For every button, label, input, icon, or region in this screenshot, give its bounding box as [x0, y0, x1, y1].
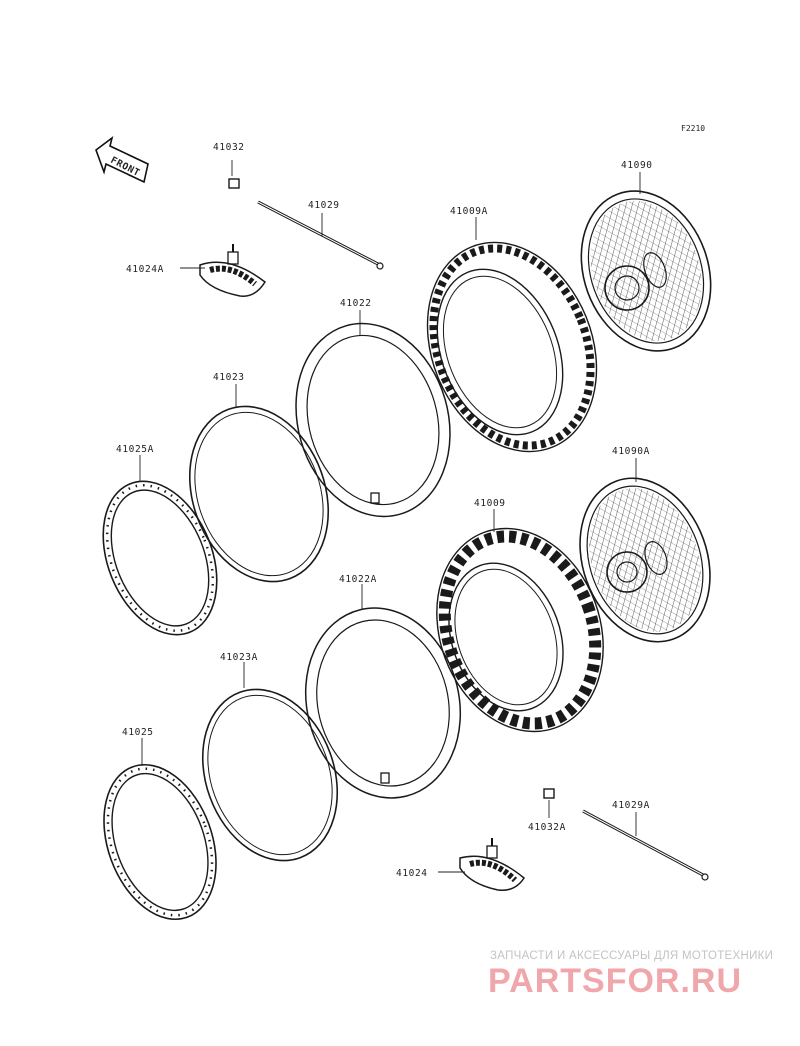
rim-rear — [102, 455, 218, 636]
label-tube-rear: 41022 — [340, 298, 372, 309]
rim-band-front — [201, 662, 339, 862]
tube-front — [304, 584, 462, 799]
label-rim-band-front: 41023A — [220, 652, 258, 663]
label-rim-band-rear: 41023 — [213, 372, 245, 383]
label-tube-front: 41022A — [339, 574, 377, 585]
wheel-rear — [580, 172, 712, 352]
axle-front — [582, 809, 709, 881]
figure-code: F2210 — [681, 124, 705, 133]
axle-rear — [257, 200, 384, 270]
label-wheel-rear: 41090 — [621, 160, 653, 171]
label-axle-front: 41029A — [612, 800, 650, 811]
rim-lock-front — [438, 838, 525, 891]
wheel-front — [579, 458, 711, 643]
watermark-tagline: ЗАПЧАСТИ И АКСЕССУАРЫ ДЛЯ МОТОТЕХНИКИ — [490, 950, 774, 962]
label-tire-front: 41009 — [474, 498, 506, 509]
label-axle-rear: 41029 — [308, 200, 340, 211]
rim-band-rear — [188, 384, 330, 583]
label-axle-nut-front: 41032A — [528, 822, 566, 833]
axle-nut-rear — [228, 160, 240, 189]
tire-front — [436, 509, 604, 733]
label-rim-lock-front: 41024 — [396, 868, 428, 879]
rim-front — [103, 738, 217, 921]
rim-lock-rear — [180, 244, 266, 297]
label-tire-rear: 41009A — [450, 206, 488, 217]
label-axle-nut-rear: 41032 — [213, 142, 245, 153]
label-rim-lock-rear: 41024A — [126, 264, 164, 275]
label-rim-front: 41025 — [122, 727, 154, 738]
label-wheel-front: 41090A — [612, 446, 650, 457]
label-rim-rear: 41025A — [116, 444, 154, 455]
tire-rear — [426, 217, 598, 453]
watermark-brand: PARTSFOR.RU — [488, 962, 743, 1000]
tube-rear — [295, 310, 451, 518]
axle-nut-front — [543, 788, 555, 818]
front-arrow-icon: FRONT — [95, 136, 149, 184]
